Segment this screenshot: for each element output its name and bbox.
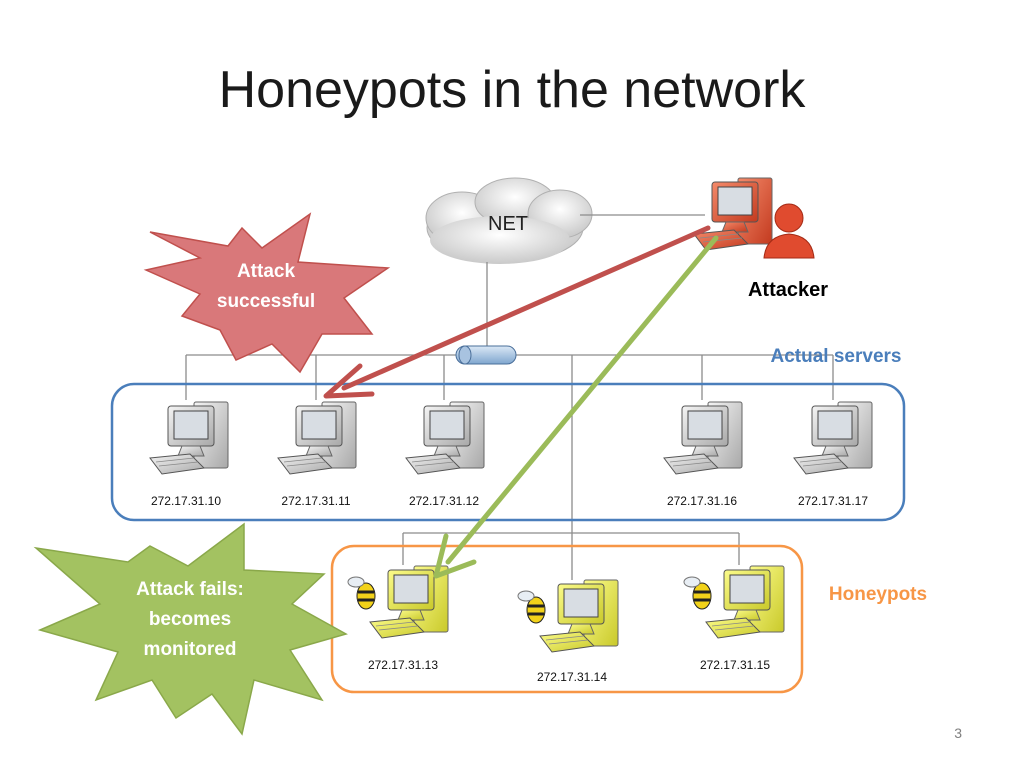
server-ip-label: 272.17.31.17 bbox=[798, 494, 868, 508]
actual-servers-label: Actual servers bbox=[771, 346, 902, 367]
server-computer-icon bbox=[277, 401, 357, 475]
server-ip-label: 272.17.31.11 bbox=[281, 494, 351, 508]
burst-success-line: Attack bbox=[237, 261, 296, 282]
internet-cloud-icon: NET bbox=[425, 177, 593, 264]
bee-icon bbox=[683, 576, 712, 610]
server-ip-label: 272.17.31.16 bbox=[667, 494, 737, 508]
bee-icon bbox=[347, 576, 376, 610]
attack-successful-burst: Attack successful bbox=[143, 212, 391, 374]
server-computer-icon bbox=[149, 401, 229, 475]
honeypot-ip-label: 272.17.31.14 bbox=[537, 670, 607, 684]
burst-fail-line: Attack fails: bbox=[136, 579, 244, 600]
network-hub-icon bbox=[455, 345, 517, 365]
honeypot-computer-icon bbox=[705, 565, 785, 639]
honeypot-computer-icon bbox=[539, 579, 619, 653]
server-computer-icon bbox=[793, 401, 873, 475]
bee-icon bbox=[517, 590, 546, 624]
honeypots-frame bbox=[330, 544, 804, 694]
attack-fails-burst: Attack fails: becomes monitored bbox=[33, 522, 348, 736]
server-ip-label: 272.17.31.12 bbox=[409, 494, 479, 508]
honeypot-ip-label: 272.17.31.15 bbox=[700, 658, 770, 672]
burst-fail-line: monitored bbox=[144, 639, 237, 660]
net-label: NET bbox=[488, 213, 528, 235]
attacker-person-icon bbox=[763, 203, 815, 259]
attacker-computer-icon bbox=[693, 177, 773, 251]
attacker-label: Attacker bbox=[748, 279, 828, 301]
burst-fail-line: becomes bbox=[149, 609, 231, 630]
burst-success-line: successful bbox=[217, 291, 315, 312]
slide-title: Honeypots in the network bbox=[218, 61, 806, 119]
page-number: 3 bbox=[954, 725, 962, 741]
honeypots-label: Honeypots bbox=[829, 584, 927, 605]
attack-fail-arrow bbox=[433, 235, 719, 579]
server-ip-label: 272.17.31.10 bbox=[151, 494, 221, 508]
server-computer-icon bbox=[405, 401, 485, 475]
honeypot-ip-label: 272.17.31.13 bbox=[368, 658, 438, 672]
actual-servers-frame bbox=[110, 382, 906, 522]
attack-success-arrow bbox=[323, 225, 711, 399]
server-computer-icon bbox=[663, 401, 743, 475]
